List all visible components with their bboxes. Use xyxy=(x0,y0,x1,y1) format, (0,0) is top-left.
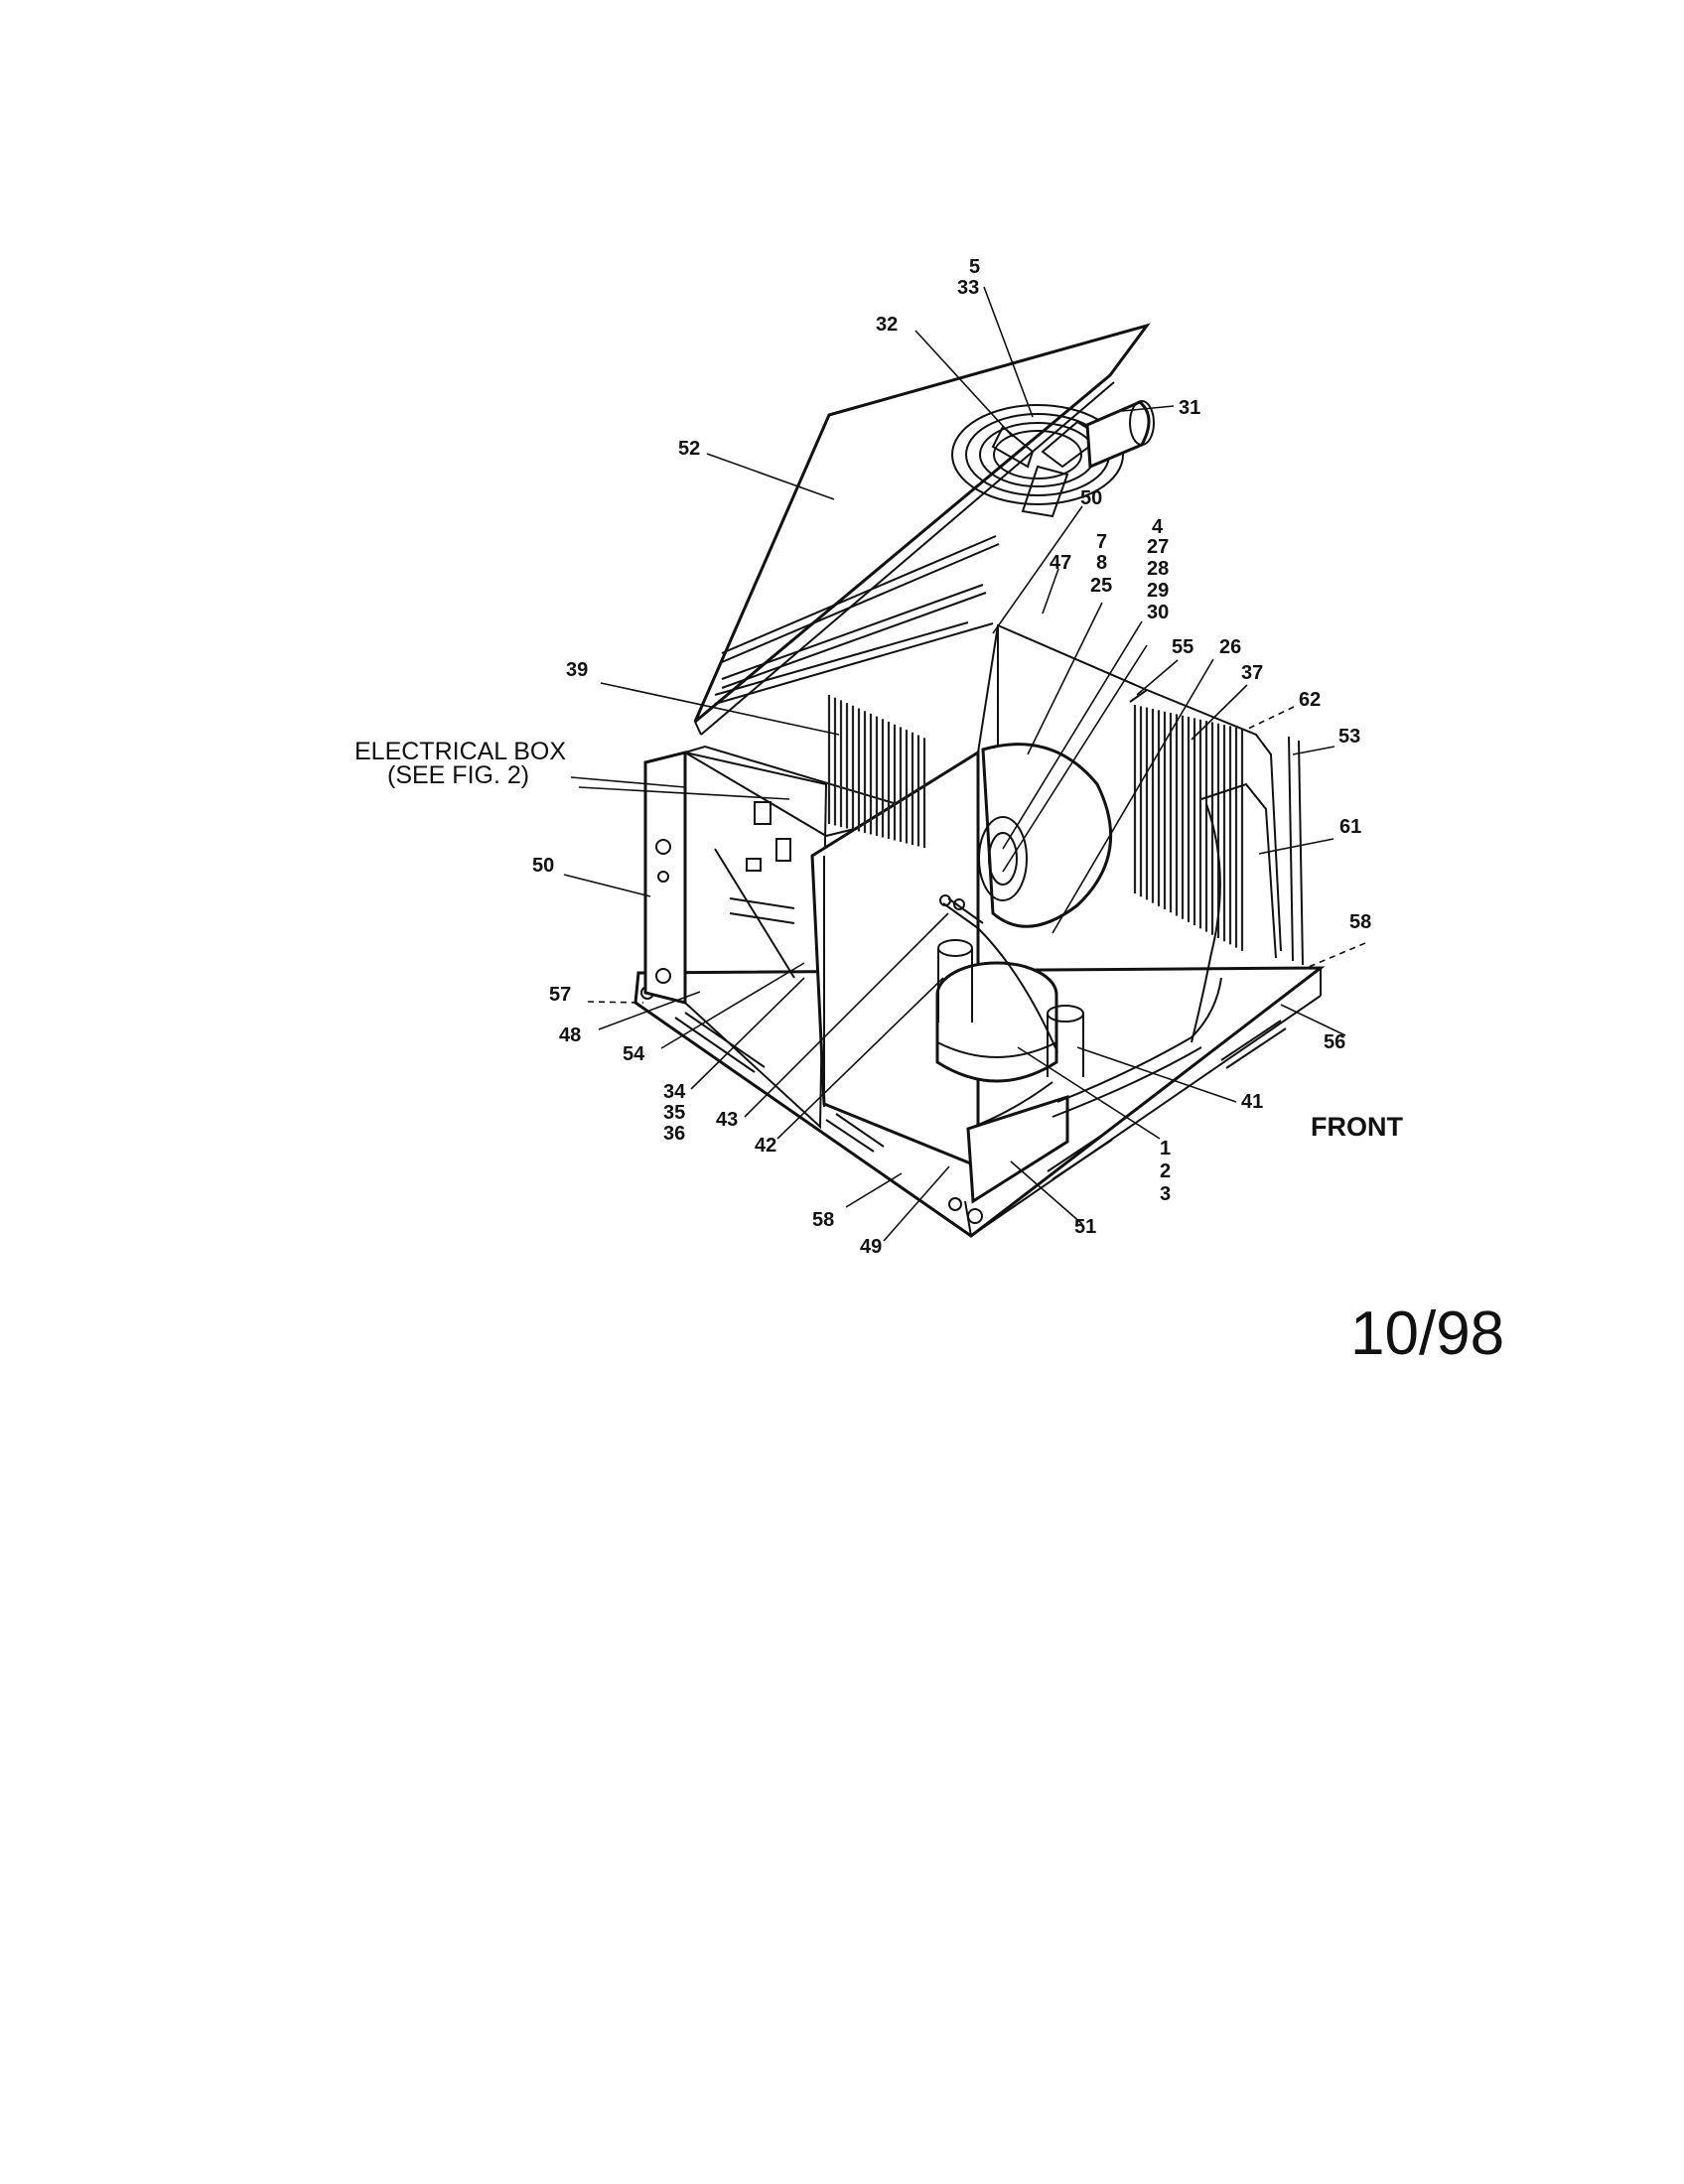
callout-58-left: 58 xyxy=(812,1209,834,1231)
accumulator xyxy=(937,939,973,1023)
callout-30: 30 xyxy=(1147,602,1169,623)
callout-2: 2 xyxy=(1160,1160,1171,1182)
electrical-box-label: ELECTRICAL BOX xyxy=(354,738,566,765)
top-panel xyxy=(693,323,1151,736)
callout-39: 39 xyxy=(566,659,588,681)
callout-34: 34 xyxy=(663,1081,686,1103)
revision-date: 10/98 xyxy=(1350,1299,1504,1368)
callout-labels: 5 33 32 31 52 50 4 7 27 47 8 28 25 29 30… xyxy=(532,256,1371,1258)
callout-50-top: 50 xyxy=(1080,487,1102,509)
callout-55: 55 xyxy=(1172,636,1193,658)
compressor xyxy=(935,961,1058,1083)
callout-4: 4 xyxy=(1152,516,1164,538)
callout-31: 31 xyxy=(1179,397,1200,419)
callout-35: 35 xyxy=(663,1102,685,1124)
callout-5: 5 xyxy=(969,256,980,278)
condenser-coil xyxy=(827,695,926,848)
callout-43: 43 xyxy=(716,1109,738,1131)
callout-54: 54 xyxy=(623,1043,645,1065)
callout-33: 33 xyxy=(957,277,979,299)
callout-51: 51 xyxy=(1074,1216,1096,1238)
callout-36: 36 xyxy=(663,1123,685,1145)
callout-7: 7 xyxy=(1096,531,1107,553)
callout-49: 49 xyxy=(860,1236,882,1258)
callout-32: 32 xyxy=(876,314,898,336)
callout-53: 53 xyxy=(1338,726,1360,748)
callout-52: 52 xyxy=(678,438,700,460)
callout-50-left: 50 xyxy=(532,855,554,877)
callout-8: 8 xyxy=(1096,552,1107,574)
callout-28: 28 xyxy=(1147,558,1169,580)
evaporator-frame xyxy=(1129,688,1304,1043)
callout-37: 37 xyxy=(1241,662,1263,684)
left-side-panel xyxy=(643,751,828,1130)
callout-26: 26 xyxy=(1219,636,1241,658)
callout-27: 27 xyxy=(1147,536,1169,558)
callout-56: 56 xyxy=(1324,1031,1345,1053)
callout-1: 1 xyxy=(1160,1138,1171,1160)
callout-42: 42 xyxy=(755,1135,776,1157)
callout-61: 61 xyxy=(1339,816,1361,838)
callout-41: 41 xyxy=(1241,1091,1263,1113)
annotations: ELECTRICAL BOX (SEE FIG. 2) FRONT 10/98 xyxy=(354,738,1504,1368)
callout-48: 48 xyxy=(559,1024,581,1046)
evaporator-coil xyxy=(1133,705,1244,951)
callout-25: 25 xyxy=(1090,575,1112,597)
callout-58-right: 58 xyxy=(1349,911,1371,933)
back-panel xyxy=(977,623,1148,753)
refrigerant-tubing xyxy=(977,927,1222,1118)
electrical-box-reference: (SEE FIG. 2) xyxy=(387,761,529,789)
blower-housing xyxy=(978,743,1113,928)
leader-lines xyxy=(563,286,1366,1242)
callout-57: 57 xyxy=(549,984,571,1006)
front-label: FRONT xyxy=(1311,1112,1403,1142)
front-corner-panel xyxy=(964,1081,1069,1237)
callout-3: 3 xyxy=(1160,1183,1171,1205)
service-valves xyxy=(939,894,984,929)
callout-62: 62 xyxy=(1299,689,1321,711)
callout-29: 29 xyxy=(1147,580,1169,602)
fan-motor xyxy=(1085,400,1155,470)
callout-47: 47 xyxy=(1050,552,1071,574)
